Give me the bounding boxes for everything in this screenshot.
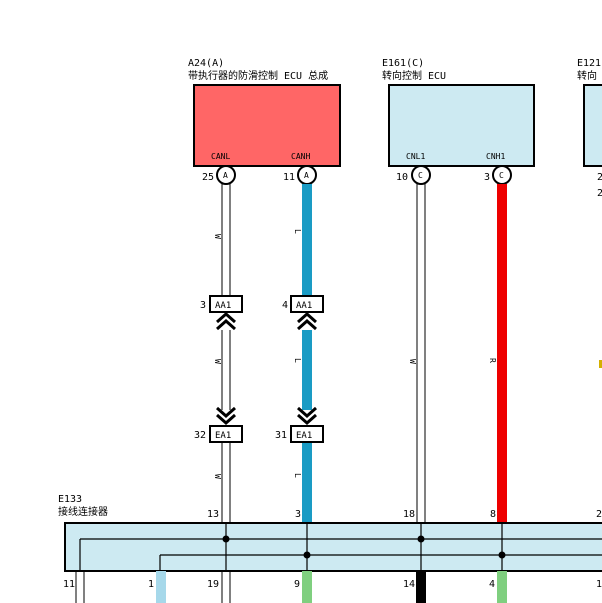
conn-letter-a-2: A bbox=[304, 171, 309, 180]
pin-25: 25 bbox=[202, 172, 214, 183]
aa1-right-pin: 4 bbox=[282, 300, 288, 311]
e161-name: 转向控制 ECU bbox=[382, 69, 446, 82]
wire-letter-canl-1: W bbox=[213, 234, 222, 239]
e133-bottom-pin-11: 11 bbox=[63, 579, 75, 590]
aa1-left-chevron-up-icon bbox=[216, 311, 236, 331]
pin-11: 11 bbox=[283, 172, 295, 183]
inline-connector-aa1: 3 AA1 4 AA1 bbox=[200, 295, 324, 331]
a24-name: 带执行器的防滑控制 ECU 总成 bbox=[188, 69, 328, 82]
ea1-left-box bbox=[209, 425, 243, 443]
wire-letter-canl-2: W bbox=[213, 359, 222, 364]
e121-code: E121 bbox=[577, 58, 601, 69]
inline-connector-ea1: 32 EA1 31 EA1 bbox=[194, 406, 324, 443]
component-e133: E133 接线连接器 13 3 18 8 2 11 1 19 9 14 4 bbox=[58, 494, 602, 603]
ea1-left-label: EA1 bbox=[215, 431, 231, 441]
e133-code: E133 bbox=[58, 494, 82, 505]
wire-letter-canh-3: L bbox=[293, 473, 302, 478]
e133-outgoing-wires bbox=[75, 571, 507, 603]
e133-bus-lines bbox=[79, 523, 602, 571]
wire-canl bbox=[221, 184, 231, 523]
e133-junction-box bbox=[64, 522, 602, 572]
partial-wire-mark bbox=[599, 360, 602, 368]
e121-box bbox=[583, 84, 602, 167]
a24-terminal-canl: CANL bbox=[211, 152, 230, 161]
ea1-right-box bbox=[290, 425, 324, 443]
ea1-right-label: EA1 bbox=[296, 431, 312, 441]
component-a24: A24(A) 带执行器的防滑控制 ECU 总成 CANL CANH bbox=[188, 58, 341, 167]
e133-top-pin-8: 8 bbox=[490, 509, 496, 520]
wire-letter-canh-2: L bbox=[293, 358, 302, 363]
wire-cnh1 bbox=[497, 184, 507, 523]
ea1-right-chevron-down-icon bbox=[297, 406, 317, 426]
e121-pin-bottom: 2 bbox=[597, 188, 602, 199]
terminal-circle-canl bbox=[216, 165, 236, 185]
wire-cnl1 bbox=[416, 184, 426, 523]
e133-bottom-pin-14: 14 bbox=[403, 579, 415, 590]
e133-bottom-pin-4: 4 bbox=[489, 579, 495, 590]
wire-letter-canl-3: W bbox=[213, 474, 222, 479]
e133-bottom-pin-19: 19 bbox=[207, 579, 219, 590]
wires: W L W L W R W L bbox=[213, 184, 602, 523]
ea1-right-pin: 31 bbox=[275, 430, 287, 441]
component-e161: E161(C) 转向控制 ECU CNL1 CNH1 bbox=[382, 58, 535, 167]
aa1-right-chevron-up-icon bbox=[297, 311, 317, 331]
e161-terminal-cnh1: CNH1 bbox=[486, 152, 505, 161]
pin-3: 3 bbox=[484, 172, 490, 183]
a24-terminal-canh: CANH bbox=[291, 152, 310, 161]
terminal-pins: 25 A 11 A 10 C 3 C bbox=[202, 165, 512, 185]
pin-10: 10 bbox=[396, 172, 408, 183]
e161-terminal-cnl1: CNL1 bbox=[406, 152, 425, 161]
conn-letter-c-2: C bbox=[499, 171, 504, 180]
e133-bottom-pin-1b: 1 bbox=[596, 579, 602, 590]
e161-code: E161(C) bbox=[382, 58, 424, 69]
e133-top-pin-18: 18 bbox=[403, 509, 415, 520]
e121-name: 转向 bbox=[577, 69, 597, 82]
e133-top-pin-2: 2 bbox=[596, 509, 602, 520]
terminal-circle-cnl1 bbox=[411, 165, 431, 185]
aa1-left-pin: 3 bbox=[200, 300, 206, 311]
e133-top-pin-3: 3 bbox=[295, 509, 301, 520]
ea1-left-chevron-down-icon bbox=[216, 406, 236, 426]
aa1-right-label: AA1 bbox=[296, 301, 312, 311]
wire-letter-cnh1: R bbox=[488, 358, 497, 363]
ea1-left-pin: 32 bbox=[194, 430, 206, 441]
e121-pin-top: 2 bbox=[597, 172, 602, 183]
wire-canh bbox=[302, 184, 312, 523]
conn-letter-a-1: A bbox=[223, 171, 228, 180]
e133-bottom-pin-9: 9 bbox=[294, 579, 300, 590]
component-e121: E121 转向 2 2 bbox=[577, 58, 602, 199]
conn-letter-c-1: C bbox=[418, 171, 423, 180]
a24-ecu-box bbox=[193, 84, 341, 167]
e133-name: 接线连接器 bbox=[58, 505, 108, 518]
wire-letter-cnl1: W bbox=[408, 359, 417, 364]
aa1-left-label: AA1 bbox=[215, 301, 231, 311]
wire-letter-canh-1: L bbox=[293, 229, 302, 234]
e133-bottom-pin-1: 1 bbox=[148, 579, 154, 590]
e161-ecu-box bbox=[388, 84, 535, 167]
a24-code: A24(A) bbox=[188, 58, 224, 69]
e133-top-pin-13: 13 bbox=[207, 509, 219, 520]
